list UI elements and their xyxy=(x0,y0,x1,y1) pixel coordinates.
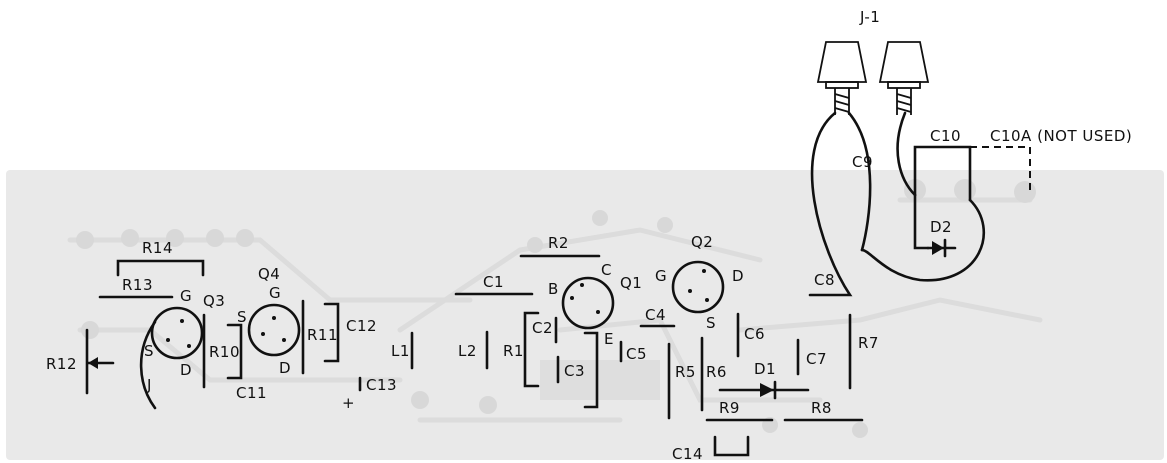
c9-label: C9 xyxy=(852,153,873,171)
c14-label: C14 xyxy=(672,445,703,463)
capacitor-c5: C5 xyxy=(583,331,647,409)
r10-label: R10 xyxy=(209,343,240,361)
q3-label: Q3 xyxy=(203,292,225,310)
c13-label: C13 xyxy=(366,376,397,394)
q1-label: Q1 xyxy=(620,274,642,292)
q2-source-label: S xyxy=(706,314,716,332)
resistor-r8: R8 xyxy=(783,399,864,422)
d1-label: D1 xyxy=(754,360,776,378)
r14-label: R14 xyxy=(142,239,173,257)
wire-c9 xyxy=(808,111,853,297)
connector-j1-label: J-1 xyxy=(859,8,880,26)
transistor-q3: Q3 G S D J xyxy=(139,287,225,410)
l1-label: L1 xyxy=(391,342,410,360)
q2-drain-label: D xyxy=(732,267,744,285)
transistor-q4: Q4 G S D xyxy=(237,265,301,377)
capacitor-c2: C2 xyxy=(532,316,558,344)
c12-label: C12 xyxy=(346,317,377,335)
capacitor-c10: C10 xyxy=(913,127,972,250)
q4-label: Q4 xyxy=(258,265,280,283)
r7-label: R7 xyxy=(858,334,879,352)
resistor-r13: R13 xyxy=(98,276,174,299)
capacitor-c10a: C10A (NOT USED) xyxy=(970,127,1132,195)
c11-label: C11 xyxy=(236,384,267,402)
q1-base-label: B xyxy=(548,280,559,298)
capacitor-c3: C3 xyxy=(556,355,585,384)
q4-source-label: S xyxy=(237,308,247,326)
capacitor-c14: C14 xyxy=(672,435,750,463)
l2-label: L2 xyxy=(458,342,477,360)
c5-label: C5 xyxy=(626,345,647,363)
c4-label: C4 xyxy=(645,306,666,324)
transistor-q1: Q1 B C E xyxy=(548,261,642,348)
q3-j-label: J xyxy=(146,376,152,394)
resistor-r5: R5 xyxy=(667,342,696,420)
capacitor-c12: C12 xyxy=(323,302,377,363)
r6-label: R6 xyxy=(706,363,727,381)
c7-label: C7 xyxy=(806,350,827,368)
connector-j1: J-1 xyxy=(816,8,930,115)
c8-label: C8 xyxy=(814,271,835,289)
r2-label: R2 xyxy=(548,234,569,252)
transistor-q2: Q2 G D S xyxy=(655,233,744,332)
c2-label: C2 xyxy=(532,319,553,337)
resistor-r14: R14 xyxy=(116,239,205,277)
diode-d1: D1 xyxy=(718,360,810,400)
c3-label: C3 xyxy=(564,362,585,380)
r5-label: R5 xyxy=(675,363,696,381)
r8-label: R8 xyxy=(811,399,832,417)
q3-gate-label: G xyxy=(180,287,192,305)
r1-label: R1 xyxy=(503,342,524,360)
c6-label: C6 xyxy=(744,325,765,343)
wire-j1-c10 xyxy=(896,111,917,197)
c13-plus: + xyxy=(342,394,355,412)
pcb-background xyxy=(6,170,1164,460)
resistor-r6: R6 xyxy=(700,336,727,412)
capacitor-c1: C1 xyxy=(454,273,534,296)
resistor-r10: R10 xyxy=(202,313,240,389)
q4-drain-label: D xyxy=(279,359,291,377)
q2-gate-label: G xyxy=(655,267,667,285)
q1-collector-label: C xyxy=(601,261,612,279)
inductor-l2: L2 xyxy=(458,330,489,370)
resistor-r7: R7 xyxy=(848,313,879,390)
q3-source-label: S xyxy=(144,342,154,360)
q3-drain-label: D xyxy=(180,361,192,379)
d2-label: D2 xyxy=(930,218,952,236)
c10a-label: C10A (NOT USED) xyxy=(990,127,1132,145)
inductor-l1: L1 xyxy=(391,331,414,370)
q1-emitter-label: E xyxy=(604,330,614,348)
capacitor-c6: C6 xyxy=(736,312,765,358)
r13-label: R13 xyxy=(122,276,153,294)
q2-label: Q2 xyxy=(691,233,713,251)
capacitor-c7: C7 xyxy=(796,338,827,376)
r9-label: R9 xyxy=(719,399,740,417)
capacitor-c4: C4 xyxy=(639,306,676,328)
resistor-r1: R1 xyxy=(503,311,540,388)
resistor-r12: R12 xyxy=(46,328,115,395)
q4-gate-label: G xyxy=(269,284,281,302)
diode-d2: D2 xyxy=(860,198,986,282)
capacitor-c11: C11 xyxy=(226,323,267,402)
c1-label: C1 xyxy=(483,273,504,291)
r11-label: R11 xyxy=(307,326,338,344)
capacitor-c13: C13 + xyxy=(342,376,397,412)
resistor-r2: R2 xyxy=(519,234,601,258)
c10-label: C10 xyxy=(930,127,961,145)
wire-c9-return xyxy=(847,111,872,252)
r12-label: R12 xyxy=(46,355,77,373)
resistor-r11: R11 xyxy=(301,299,338,375)
resistor-r9: R9 xyxy=(705,399,774,422)
